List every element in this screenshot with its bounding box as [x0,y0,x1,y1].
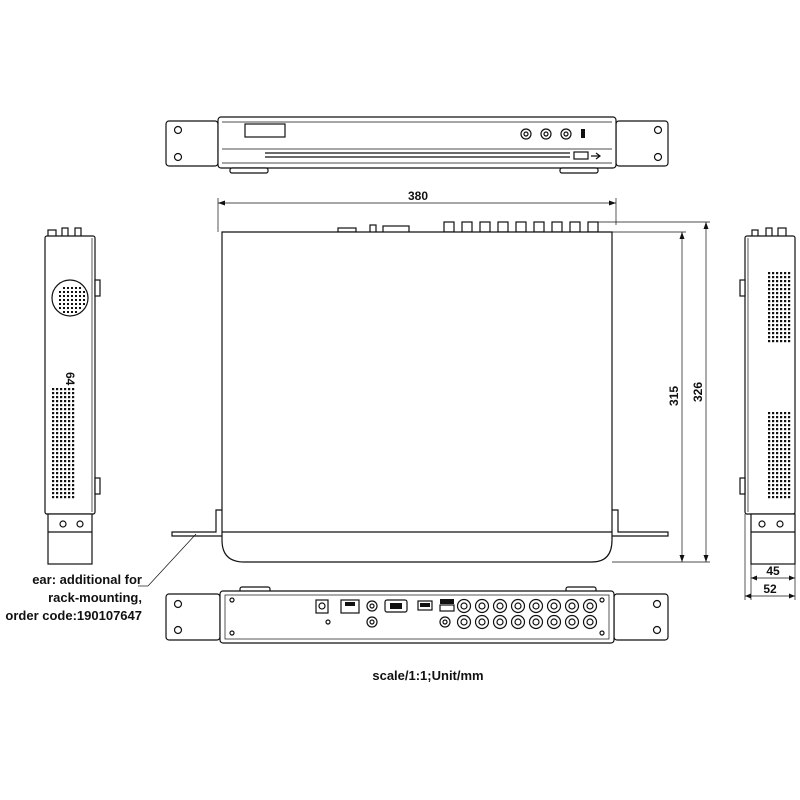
rear-audio-in [366,616,378,628]
rear-right-ear [613,593,669,641]
rear-bnc-connector [474,598,490,614]
rear-lan-port [340,599,360,614]
rear-bnc-connector [456,598,472,614]
rear-bnc-connector [582,598,598,614]
rear-left-ear [165,593,221,641]
dimension-depth-inner-label: 315 [667,386,681,406]
rear-bnc-connector [564,598,580,614]
rear-cvbs-out [439,616,451,628]
right-side-ear [750,513,796,565]
rear-bnc-connector [528,598,544,614]
rear-power-jack [315,599,329,614]
ear-note-line2: rack-mounting, [48,590,142,605]
dimension-width-label: 380 [408,189,428,203]
rear-bnc-connector [456,614,472,630]
top-right-ear [612,509,669,537]
rear-rs485-terminal [440,599,454,604]
left-fan-grille [51,279,89,317]
ear-note-line1: ear: additional for [32,572,142,587]
top-rear-connectors [337,221,599,234]
rear-bnc-connector [474,614,490,630]
ear-note-line3: order code:190107647 [5,608,142,623]
rear-bnc-connector [582,614,598,630]
rear-panel [219,590,615,644]
front-indicator [581,129,585,138]
dimension-depth-outer-label: 326 [691,382,705,402]
top-body-outline [221,231,613,563]
rear-bnc-connector [492,598,508,614]
front-usb-port [573,151,589,160]
ear-annotation: ear: additional for rack-mounting, order… [5,533,197,623]
rear-bnc-connector [510,598,526,614]
front-view [165,116,669,174]
top-left-ear [171,509,222,537]
rear-audio-out [366,600,378,612]
front-button-1 [520,128,532,140]
right-side-view: 45 52 [739,227,796,600]
dimension-side-outer-label: 52 [763,582,777,596]
rear-bnc-connector [492,614,508,630]
top-view: 380 315 32 [171,189,710,563]
front-button-2 [540,128,552,140]
left-side-mark: 64 [63,372,77,386]
left-side-view: 64 [44,227,101,565]
front-logo-plate [244,123,286,138]
rear-bnc-connector [546,598,562,614]
rear-bnc-connector [510,614,526,630]
front-panel [217,116,617,169]
usb-icon [591,152,601,160]
front-left-ear [165,120,219,167]
left-side-ear [47,513,93,565]
rear-view [165,586,669,644]
rear-bnc-connector [546,614,562,630]
rear-bnc-connector [528,614,544,630]
scale-label: scale/1:1;Unit/mm [372,668,483,683]
front-button-3 [560,128,572,140]
rear-bnc-connector [564,614,580,630]
dimension-side-inner-label: 45 [766,564,780,578]
